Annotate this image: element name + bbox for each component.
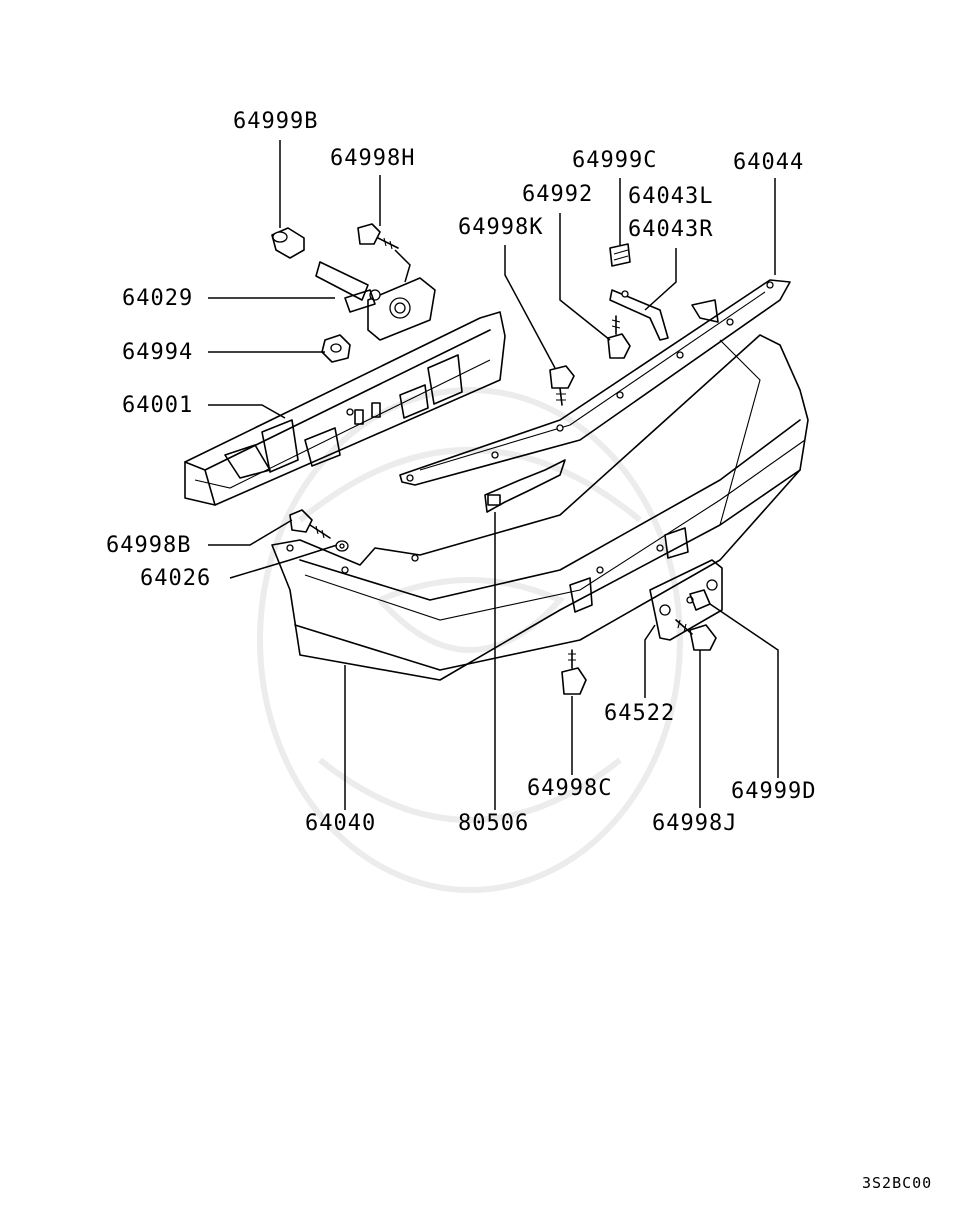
callout-64001: 64001: [122, 393, 194, 418]
bumper-upper-retainer-strip: [399, 279, 791, 486]
fastener-64992: [607, 315, 631, 359]
fastener-64998K: [549, 365, 575, 406]
fastener-64998J: [675, 619, 717, 651]
callout-64026: 64026: [140, 566, 212, 591]
bumper-face-cover: [271, 334, 809, 681]
fastener-64994: [321, 334, 351, 363]
bracket-64043: [609, 289, 669, 341]
fastener-64998H: [357, 223, 399, 250]
bumper-reinforcement-beam: [184, 311, 506, 506]
fastener-64998C: [561, 649, 587, 695]
callout-64043L: 64043L: [628, 184, 714, 209]
callout-64999B: 64999B: [233, 109, 319, 134]
fastener-64999C: [609, 243, 631, 267]
diagram-code: 3S2BC00: [862, 1174, 933, 1192]
callout-64994: 64994: [122, 340, 194, 365]
mounting-plate-assembly: [315, 261, 436, 341]
callout-64999C: 64999C: [572, 148, 658, 173]
callout-64998H: 64998H: [330, 146, 416, 171]
callout-64029: 64029: [122, 286, 194, 311]
callout-64043R: 64043R: [628, 217, 714, 242]
callout-64522: 64522: [604, 701, 676, 726]
fastener-64998B: [289, 509, 331, 539]
callout-64998C: 64998C: [527, 776, 613, 801]
leader-lines: [208, 140, 779, 810]
callout-64998J: 64998J: [652, 811, 738, 836]
callout-64998K: 64998K: [458, 215, 544, 240]
washer-64026: [335, 540, 349, 552]
callout-64998B: 64998B: [106, 533, 192, 558]
callout-64044: 64044: [733, 150, 805, 175]
callout-64999D: 64999D: [731, 779, 817, 804]
bracket-80506: [484, 459, 566, 513]
callout-80506: 80506: [458, 811, 530, 836]
fastener-64999D: [689, 589, 711, 611]
callout-64040: 64040: [305, 811, 377, 836]
callout-64992: 64992: [522, 182, 594, 207]
fastener-64999B: [271, 227, 305, 259]
